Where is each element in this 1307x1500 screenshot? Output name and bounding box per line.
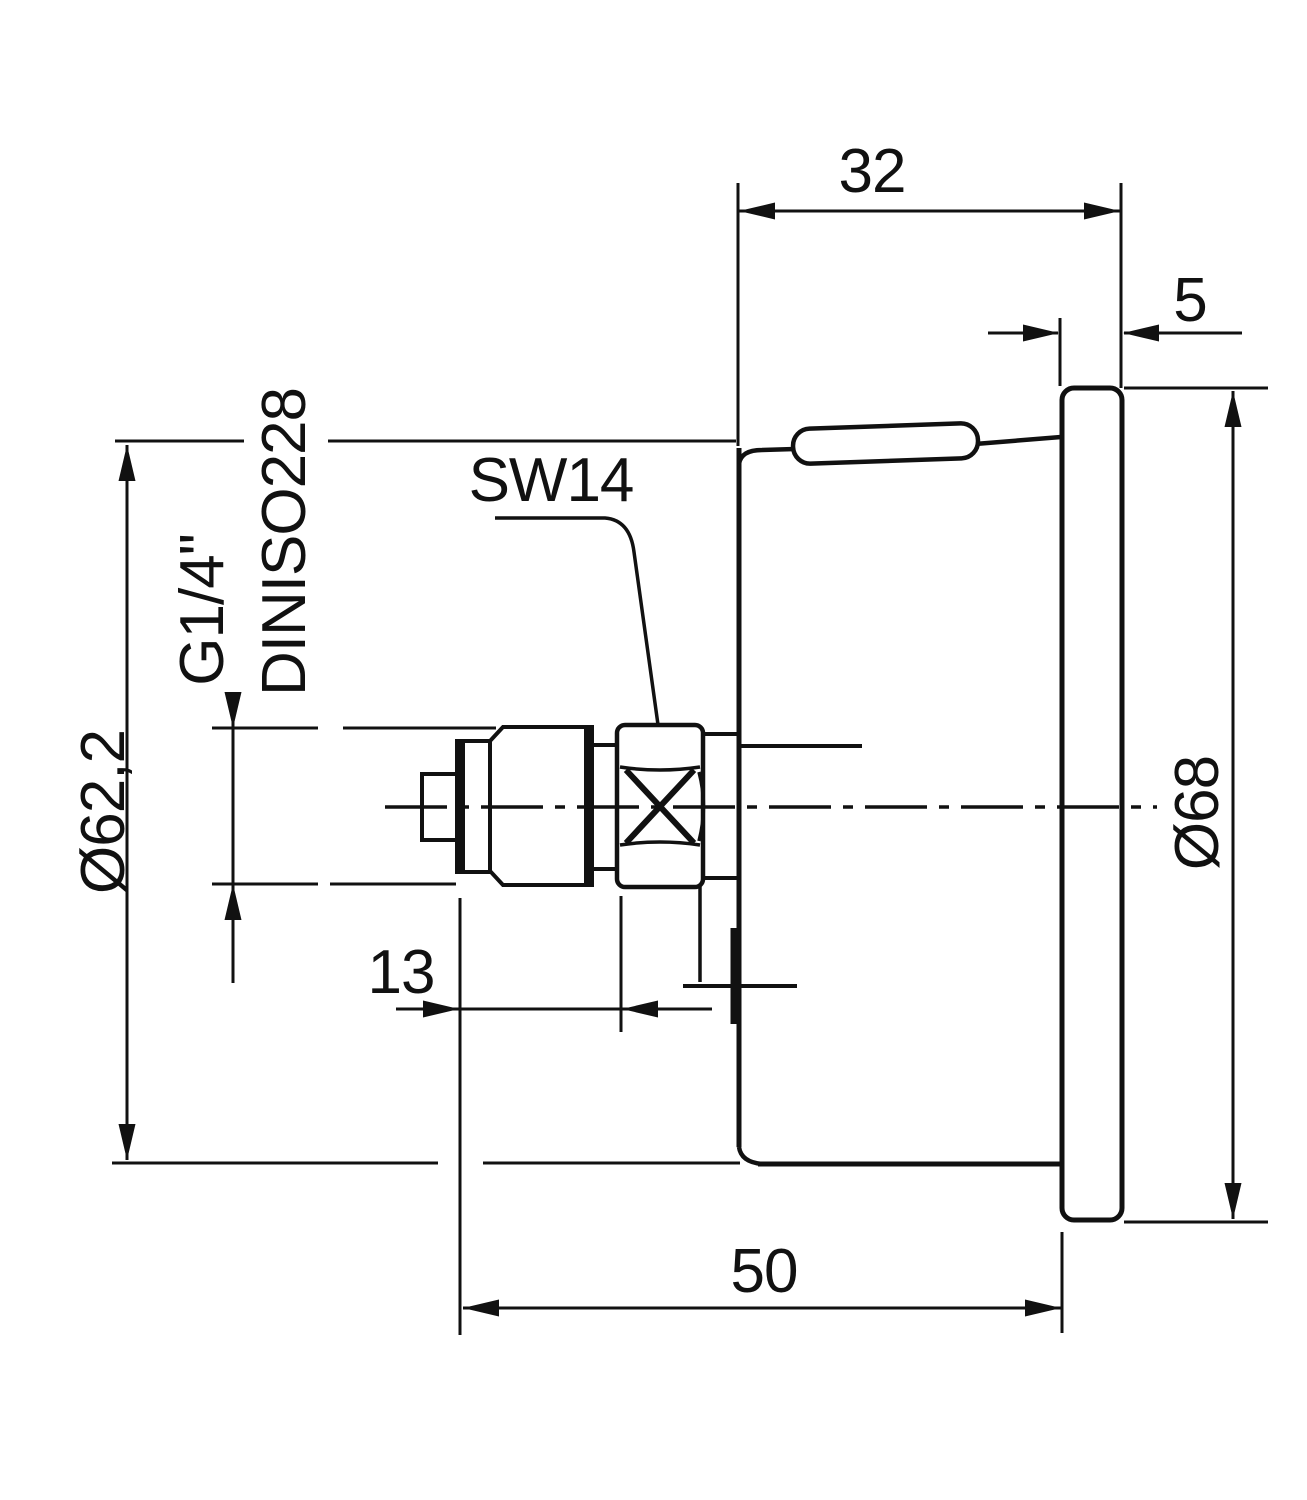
dim-32-case-depth: [736, 183, 1123, 446]
dim-label-case-depth: 32: [838, 137, 907, 206]
fill-plug-seam: [790, 421, 981, 466]
case-bottom-edge: [736, 1146, 763, 1167]
label-thread-standard: DINISO228: [250, 387, 319, 697]
dim-62-case-diameter: [112, 439, 740, 1165]
gauge-case: [683, 421, 1062, 1167]
label-wrench-size: SW14: [468, 446, 635, 515]
dim-label-bezel-thickness: 5: [1173, 266, 1207, 335]
label-thread-spec: G1/4": [168, 534, 237, 686]
dim-5-bezel-thickness: [988, 318, 1242, 386]
bezel-ring: [1059, 385, 1125, 1223]
dim-label-thread-length: 13: [367, 938, 436, 1007]
dim-label-total-depth: 50: [730, 1237, 799, 1306]
dim-13-thread-length: [396, 896, 712, 1335]
dim-label-bezel-diameter: Ø68: [1163, 755, 1232, 871]
dim-label-case-diameter: Ø62,2: [69, 730, 138, 894]
dim-g14-thread: [212, 692, 496, 983]
dim-50-total-depth: [463, 1232, 1064, 1333]
dim-68-bezel-diameter: [1124, 386, 1268, 1224]
case-top-edge: [736, 446, 796, 465]
